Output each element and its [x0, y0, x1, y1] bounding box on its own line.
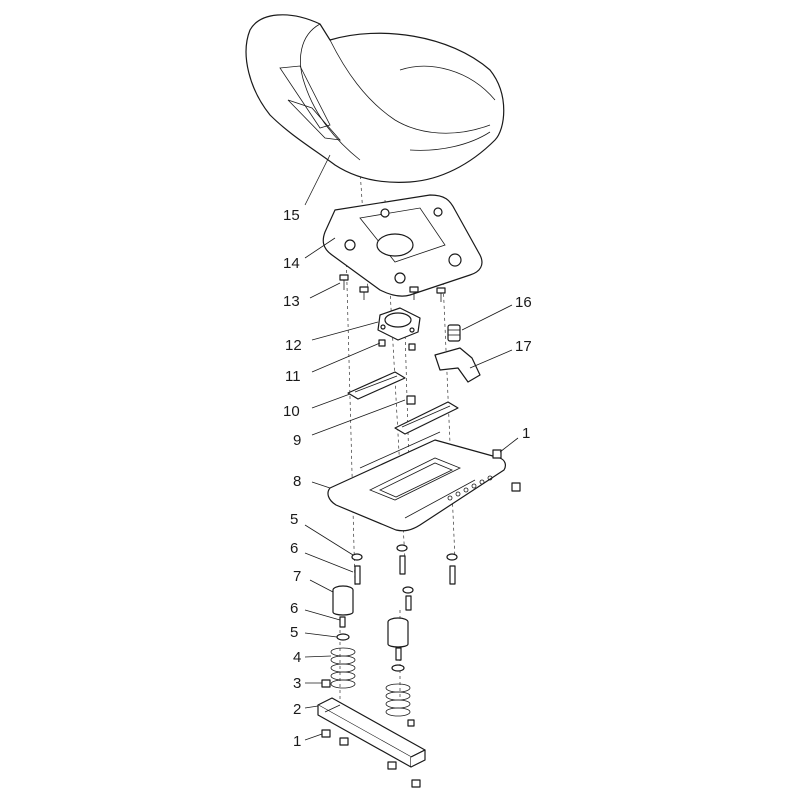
base-plate	[327, 431, 521, 532]
callout-6-lower: 6	[290, 600, 298, 617]
callout-8: 8	[293, 473, 301, 490]
callout-16: 16	[515, 294, 532, 311]
callout-17: 17	[515, 338, 532, 355]
suspension-spring-right	[385, 683, 411, 717]
callout-3: 3	[293, 675, 301, 692]
callout-5-lower: 5	[290, 624, 298, 641]
slide-rail-10	[347, 371, 406, 400]
callout-1-upper: 1	[522, 425, 530, 442]
callout-11: 11	[285, 368, 301, 385]
seat	[245, 14, 505, 183]
callout-13: 13	[283, 293, 300, 310]
callout-10: 10	[283, 403, 300, 420]
seat-switch	[377, 307, 421, 341]
callout-7: 7	[293, 568, 301, 585]
seat-mounting-plate	[322, 194, 483, 297]
callout-1-lower: 1	[293, 733, 301, 750]
callout-9: 9	[293, 432, 301, 449]
lower-nuts	[321, 679, 421, 788]
clip-bracket	[434, 347, 481, 383]
callout-12: 12	[285, 337, 302, 354]
callout-14: 14	[283, 255, 300, 272]
mounting-screws	[339, 274, 446, 302]
rubber-bumper-right	[387, 617, 409, 648]
lower-fasteners	[351, 544, 458, 611]
suspension-spring-left	[330, 647, 356, 689]
callout-15: 15	[283, 207, 300, 224]
callout-numbers: 15 14 13 16 12 17 11 10 9 1 8 5 6 7 6 5 …	[283, 207, 532, 750]
callout-2: 2	[293, 701, 301, 718]
stud-washer	[336, 616, 405, 672]
spring-16	[447, 324, 461, 342]
callout-5-upper: 5	[290, 511, 298, 528]
callout-6-upper: 6	[290, 540, 298, 557]
slide-rail-9	[394, 395, 459, 435]
rubber-bumper-left	[332, 585, 354, 616]
leader-lines	[304, 154, 519, 741]
callout-4: 4	[293, 649, 301, 666]
lower-frame	[317, 697, 426, 768]
small-bolts	[378, 339, 416, 351]
